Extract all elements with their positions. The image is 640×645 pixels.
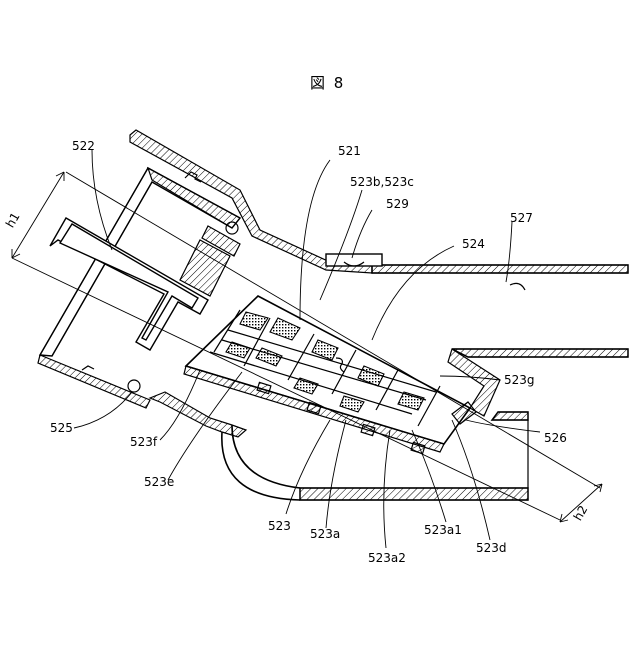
housing-upper-wall: [130, 130, 372, 273]
label-529: 529: [386, 197, 409, 211]
label-521: 521: [338, 144, 361, 158]
t-handle: [50, 218, 240, 350]
label-523f: 523f: [130, 435, 158, 449]
sensor-529: [326, 254, 382, 266]
label-523d: 523d: [476, 541, 507, 555]
label-522: 522: [72, 139, 95, 153]
label-523a: 523a: [310, 527, 340, 541]
label-523a1: 523a1: [424, 523, 462, 537]
label-523b-523c: 523b,523c: [350, 175, 414, 189]
label-523: 523: [268, 519, 291, 533]
label-523a2: 523a2: [368, 551, 406, 565]
label-523g: 523g: [504, 373, 535, 387]
outlet-elbow: [448, 349, 500, 416]
label-524: 524: [462, 237, 485, 251]
figure-title: 図 8: [310, 74, 345, 92]
label-527: 527: [510, 211, 533, 225]
label-526: 526: [544, 431, 567, 445]
label-h2: h2: [571, 503, 591, 523]
outlet-pipe: [300, 265, 628, 500]
label-h1: h1: [3, 210, 23, 230]
label-525: 525: [50, 421, 73, 435]
label-523e: 523e: [144, 475, 174, 489]
